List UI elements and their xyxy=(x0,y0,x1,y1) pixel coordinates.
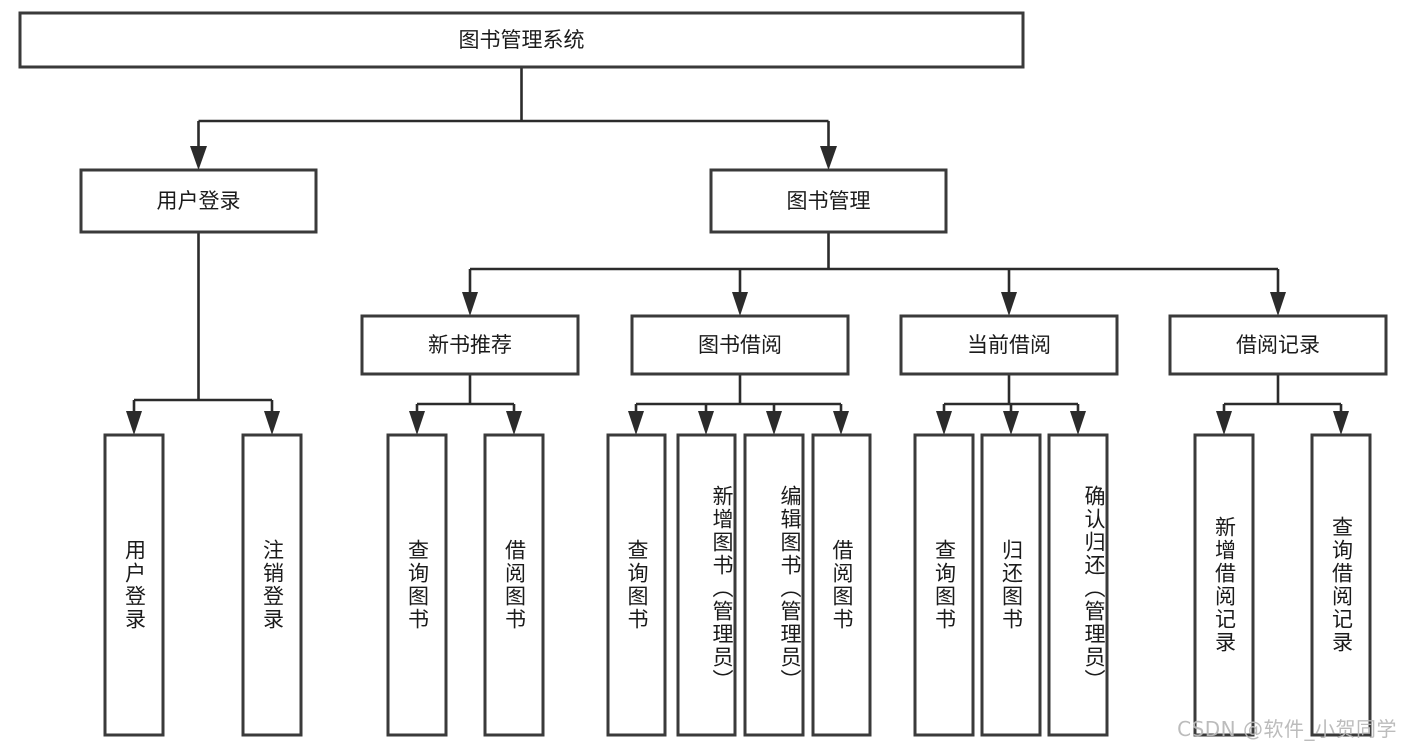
csdn-watermark: CSDN @软件_小贺同学 xyxy=(1177,717,1397,741)
leaf-box-edit-book[interactable] xyxy=(743,433,805,737)
arrow-to-leaf-add-record xyxy=(1216,411,1232,435)
leaf-box-borrow-book-a[interactable] xyxy=(483,433,545,737)
leaf-box-add-book[interactable] xyxy=(676,433,737,737)
arrow-to-leaf-query-book-b xyxy=(628,411,644,435)
arrow-to-leaf-query-book-a xyxy=(409,411,425,435)
arrow-to-borrow-record xyxy=(1270,292,1286,316)
node-borrow-record-box[interactable] xyxy=(1168,314,1388,376)
node-book-management-label: 图书管理 xyxy=(787,189,871,213)
connector-layer xyxy=(126,67,1349,435)
leaf-box-user-login[interactable] xyxy=(103,433,165,737)
arrow-to-leaf-add-book xyxy=(698,411,714,435)
node-current-borrow-label: 当前借阅 xyxy=(967,333,1051,357)
leaf-box-query-book-c[interactable] xyxy=(913,433,975,737)
leaf-box-logout[interactable] xyxy=(241,433,303,737)
arrow-to-leaf-query-book-c xyxy=(936,411,952,435)
node-book-borrow[interactable]: 图书借阅 xyxy=(630,314,850,376)
node-current-borrow[interactable]: 当前借阅 xyxy=(899,314,1119,376)
leaf-box-query-book-b[interactable] xyxy=(606,433,667,737)
arrow-to-book-mgmt xyxy=(820,146,837,170)
arrow-to-leaf-edit-book xyxy=(766,411,782,435)
leaf-box-layer xyxy=(103,433,1372,737)
node-new-book-recommend[interactable]: 新书推荐 xyxy=(360,314,580,376)
arrow-to-leaf-confirm-return xyxy=(1070,411,1086,435)
arrow-to-leaf-borrow-book-a xyxy=(506,411,522,435)
node-borrow-record[interactable]: 借阅记录 xyxy=(1168,314,1388,376)
node-borrow-record-label: 借阅记录 xyxy=(1236,333,1320,357)
node-book-management[interactable]: 图书管理 xyxy=(709,168,948,234)
leaf-box-borrow-book-b[interactable] xyxy=(811,433,872,737)
arrow-to-user-login xyxy=(190,146,207,170)
arrow-to-leaf-user-login xyxy=(126,411,142,435)
node-user-login-label: 用户登录 xyxy=(157,189,241,213)
leaf-box-confirm-return[interactable] xyxy=(1047,433,1109,737)
node-new-book-recommend-label: 新书推荐 xyxy=(428,333,512,357)
node-current-borrow-box[interactable] xyxy=(899,314,1119,376)
leaf-box-return-book[interactable] xyxy=(980,433,1042,737)
leaf-box-add-record[interactable] xyxy=(1193,433,1255,737)
arrow-to-leaf-logout xyxy=(264,411,280,435)
arrow-to-leaf-borrow-book-b xyxy=(833,411,849,435)
node-book-borrow-box[interactable] xyxy=(630,314,850,376)
node-book-management-box[interactable] xyxy=(709,168,948,234)
leaf-box-query-record[interactable] xyxy=(1310,433,1372,737)
leaf-box-query-book-a[interactable] xyxy=(386,433,448,737)
node-root-label: 图书管理系统 xyxy=(459,28,585,52)
arrow-to-leaf-return-book xyxy=(1003,411,1019,435)
arrow-to-leaf-query-record xyxy=(1333,411,1349,435)
arrow-to-current-borrow xyxy=(1001,292,1017,316)
node-user-login[interactable]: 用户登录 xyxy=(79,168,318,234)
node-user-login-box[interactable] xyxy=(79,168,318,234)
node-book-borrow-label: 图书借阅 xyxy=(698,333,782,357)
node-root-box[interactable] xyxy=(18,11,1025,69)
arrow-to-book-borrow xyxy=(732,292,748,316)
arrow-to-new-book-rec xyxy=(462,292,478,316)
node-root[interactable]: 图书管理系统 xyxy=(18,11,1025,69)
node-new-book-recommend-box[interactable] xyxy=(360,314,580,376)
